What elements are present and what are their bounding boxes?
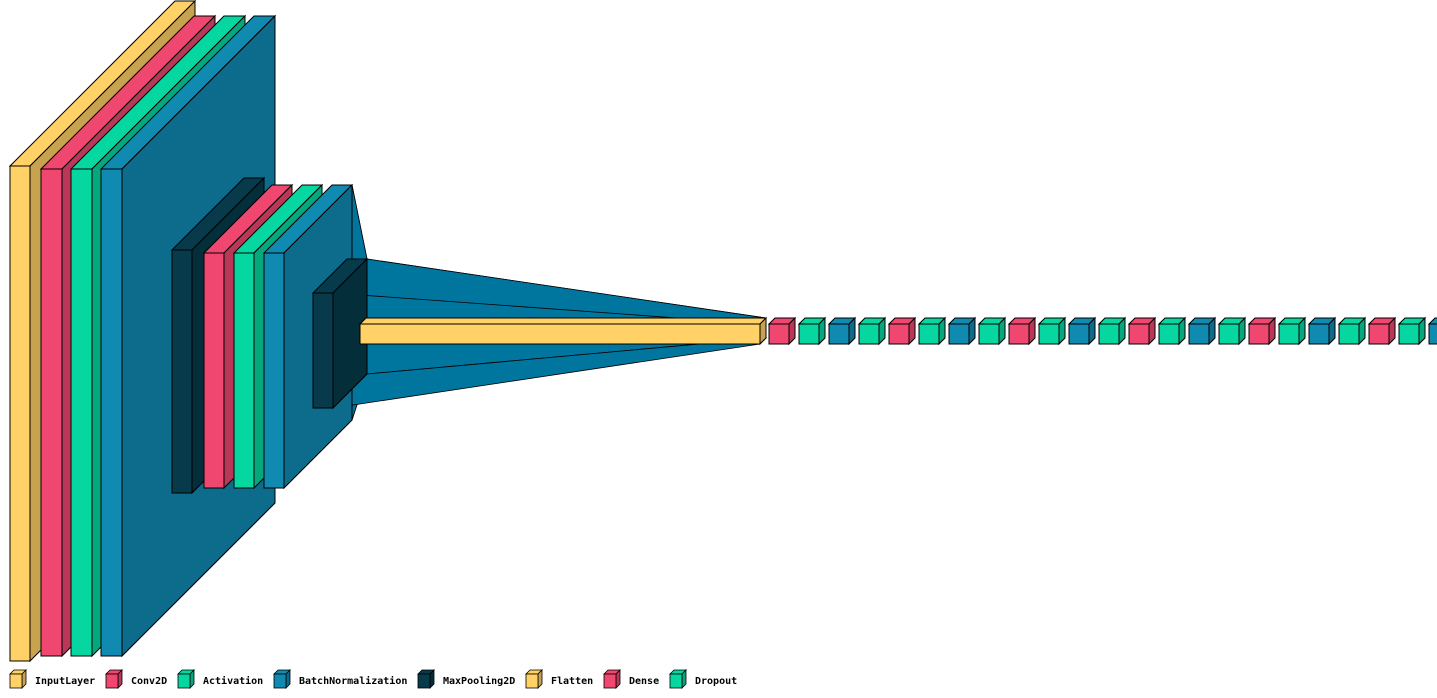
legend-swatch <box>417 673 431 689</box>
legend-item-conv2d: Conv2D <box>105 669 167 689</box>
layer-block-dropout-27 <box>1277 316 1307 346</box>
legend-item-maxpooling2d: MaxPooling2D <box>417 669 515 689</box>
layer-block-dropout-15 <box>917 316 947 346</box>
legend-label: BatchNormalization <box>299 675 407 687</box>
legend-swatch <box>273 673 287 689</box>
layer-block-dropout-11 <box>797 316 827 346</box>
legend-item-activation: Activation <box>177 669 263 689</box>
legend-item-inputlayer: InputLayer <box>9 669 95 689</box>
layer-block-batchnormalization-12 <box>827 316 857 346</box>
layer-block-batchnormalization-24 <box>1187 316 1217 346</box>
layer-block-dense-30 <box>1367 316 1397 346</box>
funnel-connector-3 <box>331 258 768 409</box>
legend-item-dropout: Dropout <box>669 669 737 689</box>
layer-block-dense-10 <box>767 316 797 346</box>
legend-label: Dense <box>629 676 659 687</box>
legend-label: Dropout <box>695 676 737 687</box>
layer-block-batchnormalization-32 <box>1427 317 1437 345</box>
layer-block-dense-14 <box>887 316 917 346</box>
layer-block-dropout-23 <box>1157 316 1187 346</box>
legend-item-dense: Dense <box>603 669 659 689</box>
legend-swatch <box>603 673 617 689</box>
legend-label: Flatten <box>551 676 593 687</box>
legend-swatch <box>177 673 191 689</box>
legend-swatch <box>669 673 683 689</box>
layer-block-dense-26 <box>1247 316 1277 346</box>
legend-swatch <box>105 673 119 689</box>
layer-block-batchnormalization-16 <box>947 316 977 346</box>
layer-block-dense-22 <box>1127 316 1157 346</box>
layer-block-activation-29 <box>1337 316 1367 346</box>
layer-block-activation-17 <box>977 316 1007 346</box>
legend-label: InputLayer <box>35 676 95 687</box>
legend-item-batchnormalization: BatchNormalization <box>273 669 407 689</box>
layer-block-dense-18 <box>1007 316 1037 346</box>
layer-block-activation-13 <box>857 316 887 346</box>
layer-block-batchnormalization-28 <box>1307 316 1337 346</box>
legend-label: MaxPooling2D <box>443 675 515 687</box>
layer-block-activation-21 <box>1097 316 1127 346</box>
layer-blocks <box>8 0 1437 663</box>
legend: InputLayer Conv2D Activation BatchNormaliza… <box>9 669 737 689</box>
legend-item-flatten: Flatten <box>525 669 593 689</box>
legend-label: Activation <box>203 675 263 687</box>
layer-block-dropout-19 <box>1037 316 1067 346</box>
layer-block-batchnormalization-20 <box>1067 316 1097 346</box>
layer-block-dropout-31 <box>1397 316 1427 346</box>
legend-label: Conv2D <box>131 676 167 687</box>
layer-block-activation-25 <box>1217 316 1247 346</box>
legend-swatch <box>525 673 539 689</box>
legend-swatch <box>9 673 23 689</box>
layer-block-flatten-9 <box>358 316 768 346</box>
layer-block-maxpooling2d-8 <box>311 257 369 410</box>
